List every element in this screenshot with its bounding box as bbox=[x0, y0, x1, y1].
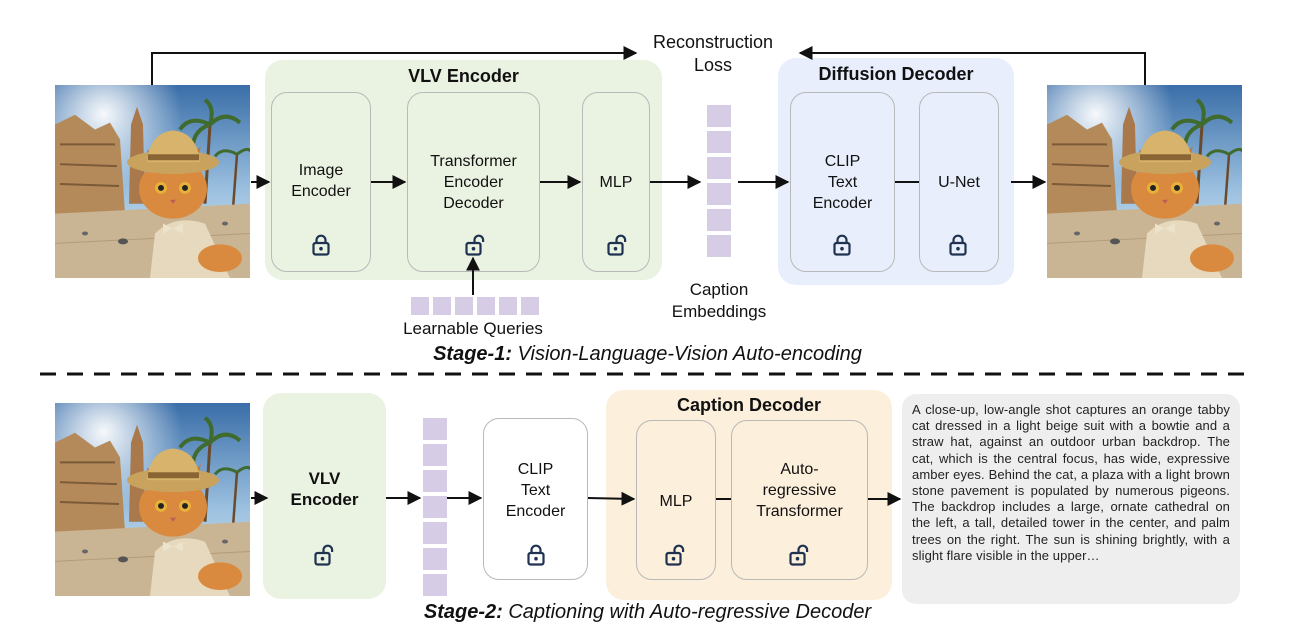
learnable-queries-tokens bbox=[411, 297, 539, 315]
autoregressive-transformer-box bbox=[731, 420, 868, 580]
stage2-arrows bbox=[251, 491, 902, 506]
stage2-title: Stage-2: Captioning with Auto-regressive… bbox=[423, 601, 872, 623]
vlv-encoder-title: VLV Encoder bbox=[408, 66, 519, 86]
stage2-mlp-label: MLP bbox=[659, 493, 693, 510]
stage1-arrows bbox=[40, 46, 1250, 376]
clip-text-encoder-box bbox=[790, 92, 895, 272]
generated-caption: A close-up, low-angle shot captures an o… bbox=[902, 394, 1240, 604]
stage2-clip-text-encoder-box bbox=[483, 418, 588, 580]
caption-decoder-panel bbox=[606, 390, 892, 600]
stage1-title: Stage-1: Vision-Language-Vision Auto-enc… bbox=[433, 343, 862, 365]
unet-box bbox=[919, 92, 999, 272]
learnable-queries-label: Learnable Queries bbox=[403, 319, 543, 338]
stage2-mlp-box bbox=[636, 420, 716, 580]
diffusion-decoder-title: Diffusion Decoder bbox=[818, 64, 974, 84]
diffusion-decoder-panel bbox=[778, 58, 1014, 285]
mlp-box bbox=[582, 92, 650, 272]
mlp-label: MLP bbox=[599, 174, 633, 191]
stage2-caption-tokens bbox=[423, 418, 447, 596]
image-encoder-box bbox=[271, 92, 371, 272]
unet-label: U-Net bbox=[938, 174, 980, 191]
caption-embeddings-tokens bbox=[707, 105, 731, 257]
caption-decoder-title: Caption Decoder bbox=[676, 395, 822, 415]
